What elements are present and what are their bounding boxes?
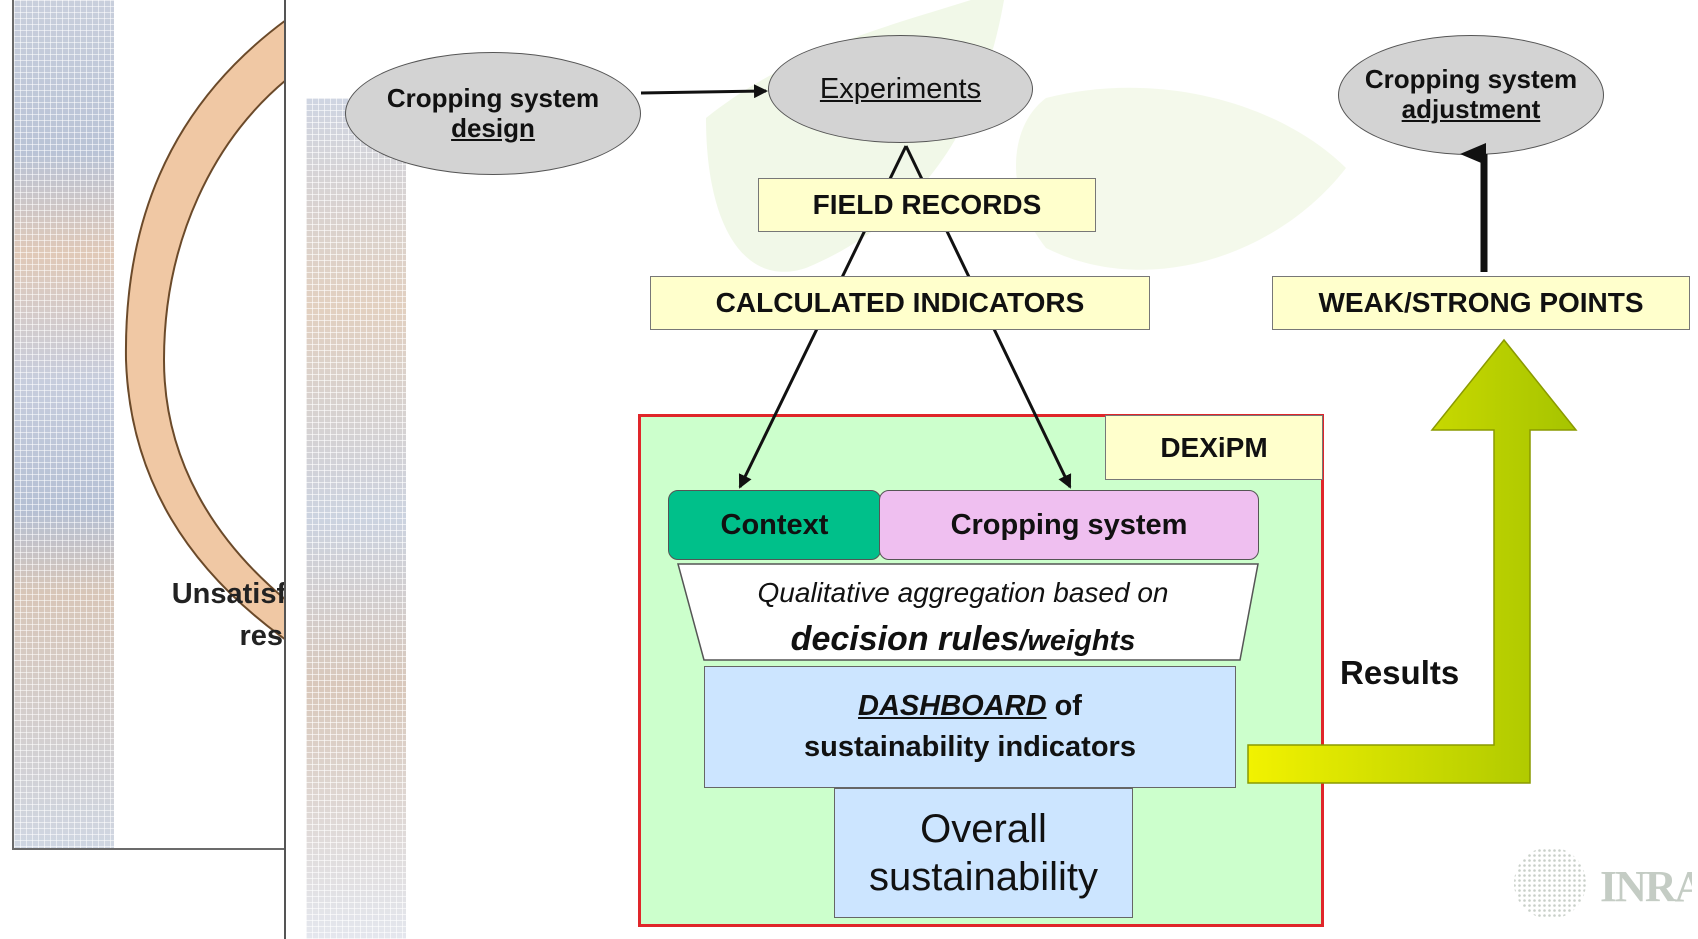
field-records-label: FIELD RECORDS: [758, 178, 1096, 232]
dashboard-line1: DASHBOARD of: [858, 686, 1082, 727]
aggregation-funnel: [677, 563, 1259, 661]
aggregation-decision-rules: decision rules: [790, 620, 1020, 658]
aggregation-weights: /weights: [1019, 625, 1136, 657]
dexipm-title: DEXiPM: [1105, 415, 1323, 480]
experiments-node: Experiments: [768, 35, 1033, 143]
arrow-design-to-experiments: [640, 84, 768, 99]
adjustment-node-line2: adjustment: [1401, 94, 1541, 124]
weak-strong-points-label: WEAK/STRONG POINTS: [1272, 276, 1690, 330]
design-node-line2: design: [451, 112, 535, 143]
experiments-node-label: Experiments: [819, 72, 982, 105]
logo-text: INRA: [1600, 862, 1692, 911]
background-photo-strip: [14, 0, 114, 848]
results-arrow: [1247, 338, 1578, 784]
aggregation-text: Qualitative aggregation based on decisio…: [668, 562, 1258, 662]
dashboard-word: DASHBOARD: [858, 690, 1047, 723]
inra-logo: INRA: [1514, 847, 1692, 919]
overall-line2: sustainability: [868, 855, 1098, 899]
overall-sustainability-box: Overall sustainability: [834, 788, 1133, 918]
aggregation-line2: decision rules/weights: [668, 620, 1258, 659]
results-label: Results: [1340, 654, 1460, 691]
dashboard-box: DASHBOARD of sustainability indicators: [704, 666, 1236, 788]
cropping-system-box: Cropping system: [879, 490, 1259, 560]
calculated-indicators-label: CALCULATED INDICATORS: [650, 276, 1150, 330]
overall-line1: Overall: [920, 807, 1047, 851]
cropping-system-adjustment-node: Cropping system adjustment: [1338, 35, 1604, 155]
main-photo-strip: [306, 98, 406, 939]
context-box: Context: [668, 490, 881, 560]
adjustment-node-line1: Cropping system: [1364, 64, 1578, 95]
design-node-line1: Cropping system: [386, 82, 600, 113]
background-slide: Unsatisfy result: [12, 0, 332, 850]
background-text-line1: Unsatisfy: [171, 578, 303, 610]
aggregation-line1: Qualitative aggregation based on: [757, 577, 1169, 608]
dashboard-line2: sustainability indicators: [804, 731, 1136, 763]
dashboard-of: of: [1046, 690, 1082, 723]
cropping-system-design-node: Cropping system design: [345, 52, 641, 175]
